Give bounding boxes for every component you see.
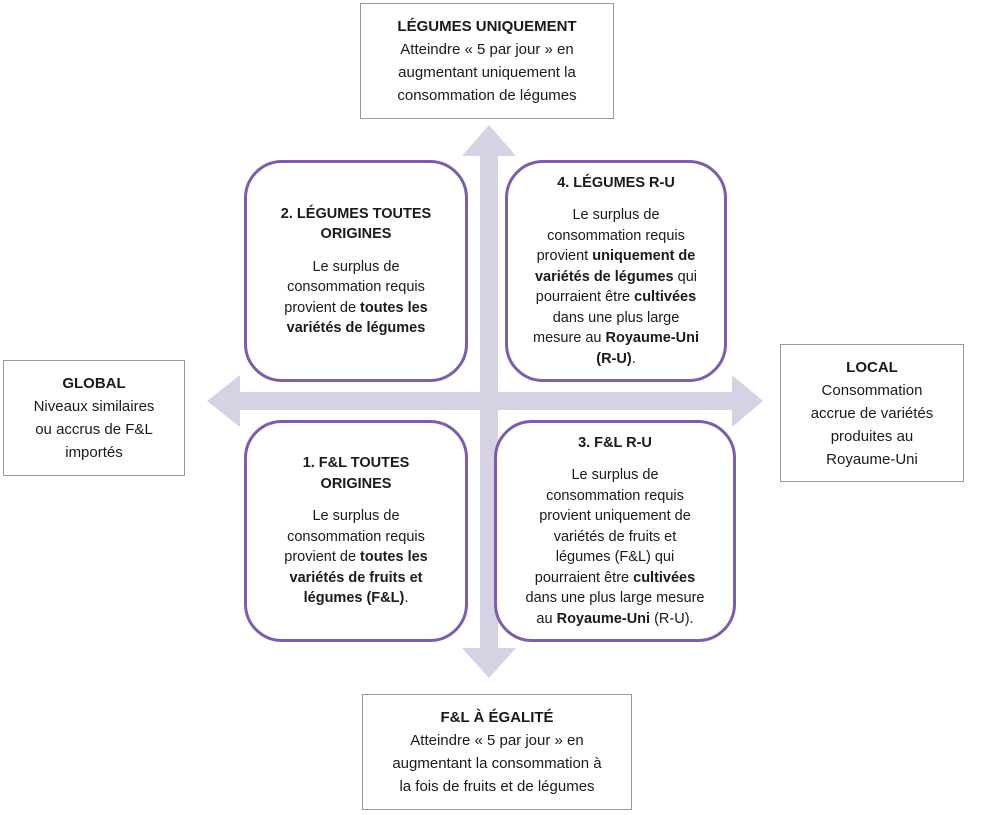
text-segment: Le surplus de consommation requis provie… [284,508,425,566]
axis-box-bottom: F&L À ÉGALITÉ Atteindre « 5 par jour » e… [362,694,632,810]
text-segment: dans une plus large mesure au [525,590,705,627]
bold-text-segment: toutes les variétés de fruits et légumes… [289,549,428,607]
bold-text-segment: cultivées [633,569,696,586]
arrow-up-head [462,125,516,156]
text-segment: Le surplus de consommation requis provie… [534,467,691,586]
axis-left-description: Niveaux similaires ou accrus de F&L impo… [33,398,155,461]
bold-text-segment: Royaume-Uni [556,610,651,627]
text-segment: Le surplus de consommation requis provie… [284,258,425,316]
horizontal-axis-shaft [234,392,740,410]
bold-text-segment: toutes les variétés de légumes [286,299,428,337]
arrow-left-head [207,375,240,427]
text-segment: Le surplus de consommation requis provie… [536,207,685,265]
text-segment: (R-U). [650,610,694,627]
quadrant-3-title: 3. F&L R-U [578,434,652,451]
arrow-right-head [732,375,763,427]
axis-top-title: LÉGUMES UNIQUEMENT [397,18,577,35]
quadrant-4-body: Le surplus de consommation requis provie… [533,205,699,369]
axis-right-title: LOCAL [846,358,898,376]
axis-box-top: LÉGUMES UNIQUEMENT Atteindre « 5 par jou… [360,3,614,119]
quadrant-2-body: Le surplus de consommation requis provie… [284,257,427,339]
text-segment: qui pourraient être [535,268,697,306]
axis-box-left: GLOBAL Niveaux similaires ou accrus de F… [3,360,185,476]
quadrant-1-fruit-veg-all-origins: 1. F&L TOUTES ORIGINES Le surplus de con… [244,420,468,642]
quadrant-4-title: 4. LÉGUMES R-U [557,174,675,191]
quadrant-3-body: Le surplus de consommation requis provie… [526,465,705,629]
text-segment: . [631,350,636,367]
axis-right-description: Consommation accrue de variétés produite… [810,381,934,468]
quadrant-4-vegetables-uk: 4. LÉGUMES R-U Le surplus de consommatio… [505,160,727,382]
bold-text-segment: Royaume-Uni (R-U) [596,330,699,367]
text-segment: . [404,590,409,607]
quadrant-2-title: 2. LÉGUMES TOUTES ORIGINES [280,205,432,243]
quadrant-3-fruit-veg-uk: 3. F&L R-U Le surplus de consommation re… [494,420,736,642]
axis-top-description: Atteindre « 5 par jour » en augmentant u… [397,41,577,104]
bold-text-segment: uniquement de variétés de légumes [534,248,696,285]
axis-left-title: GLOBAL [62,375,126,392]
quadrant-2-vegetables-all-origins: 2. LÉGUMES TOUTES ORIGINES Le surplus de… [244,160,468,382]
axis-bottom-title: F&L À ÉGALITÉ [440,709,554,726]
text-segment: dans une plus large mesure au [532,309,680,347]
quadrant-1-body: Le surplus de consommation requis provie… [284,506,427,609]
axis-box-right: LOCAL Consommation accrue de variétés pr… [780,344,964,482]
axis-bottom-description: Atteindre « 5 par jour » en augmentant l… [392,732,602,795]
arrow-down-head [462,648,516,678]
quadrant-1-title: 1. F&L TOUTES ORIGINES [302,455,410,492]
bold-text-segment: cultivées [634,289,697,306]
